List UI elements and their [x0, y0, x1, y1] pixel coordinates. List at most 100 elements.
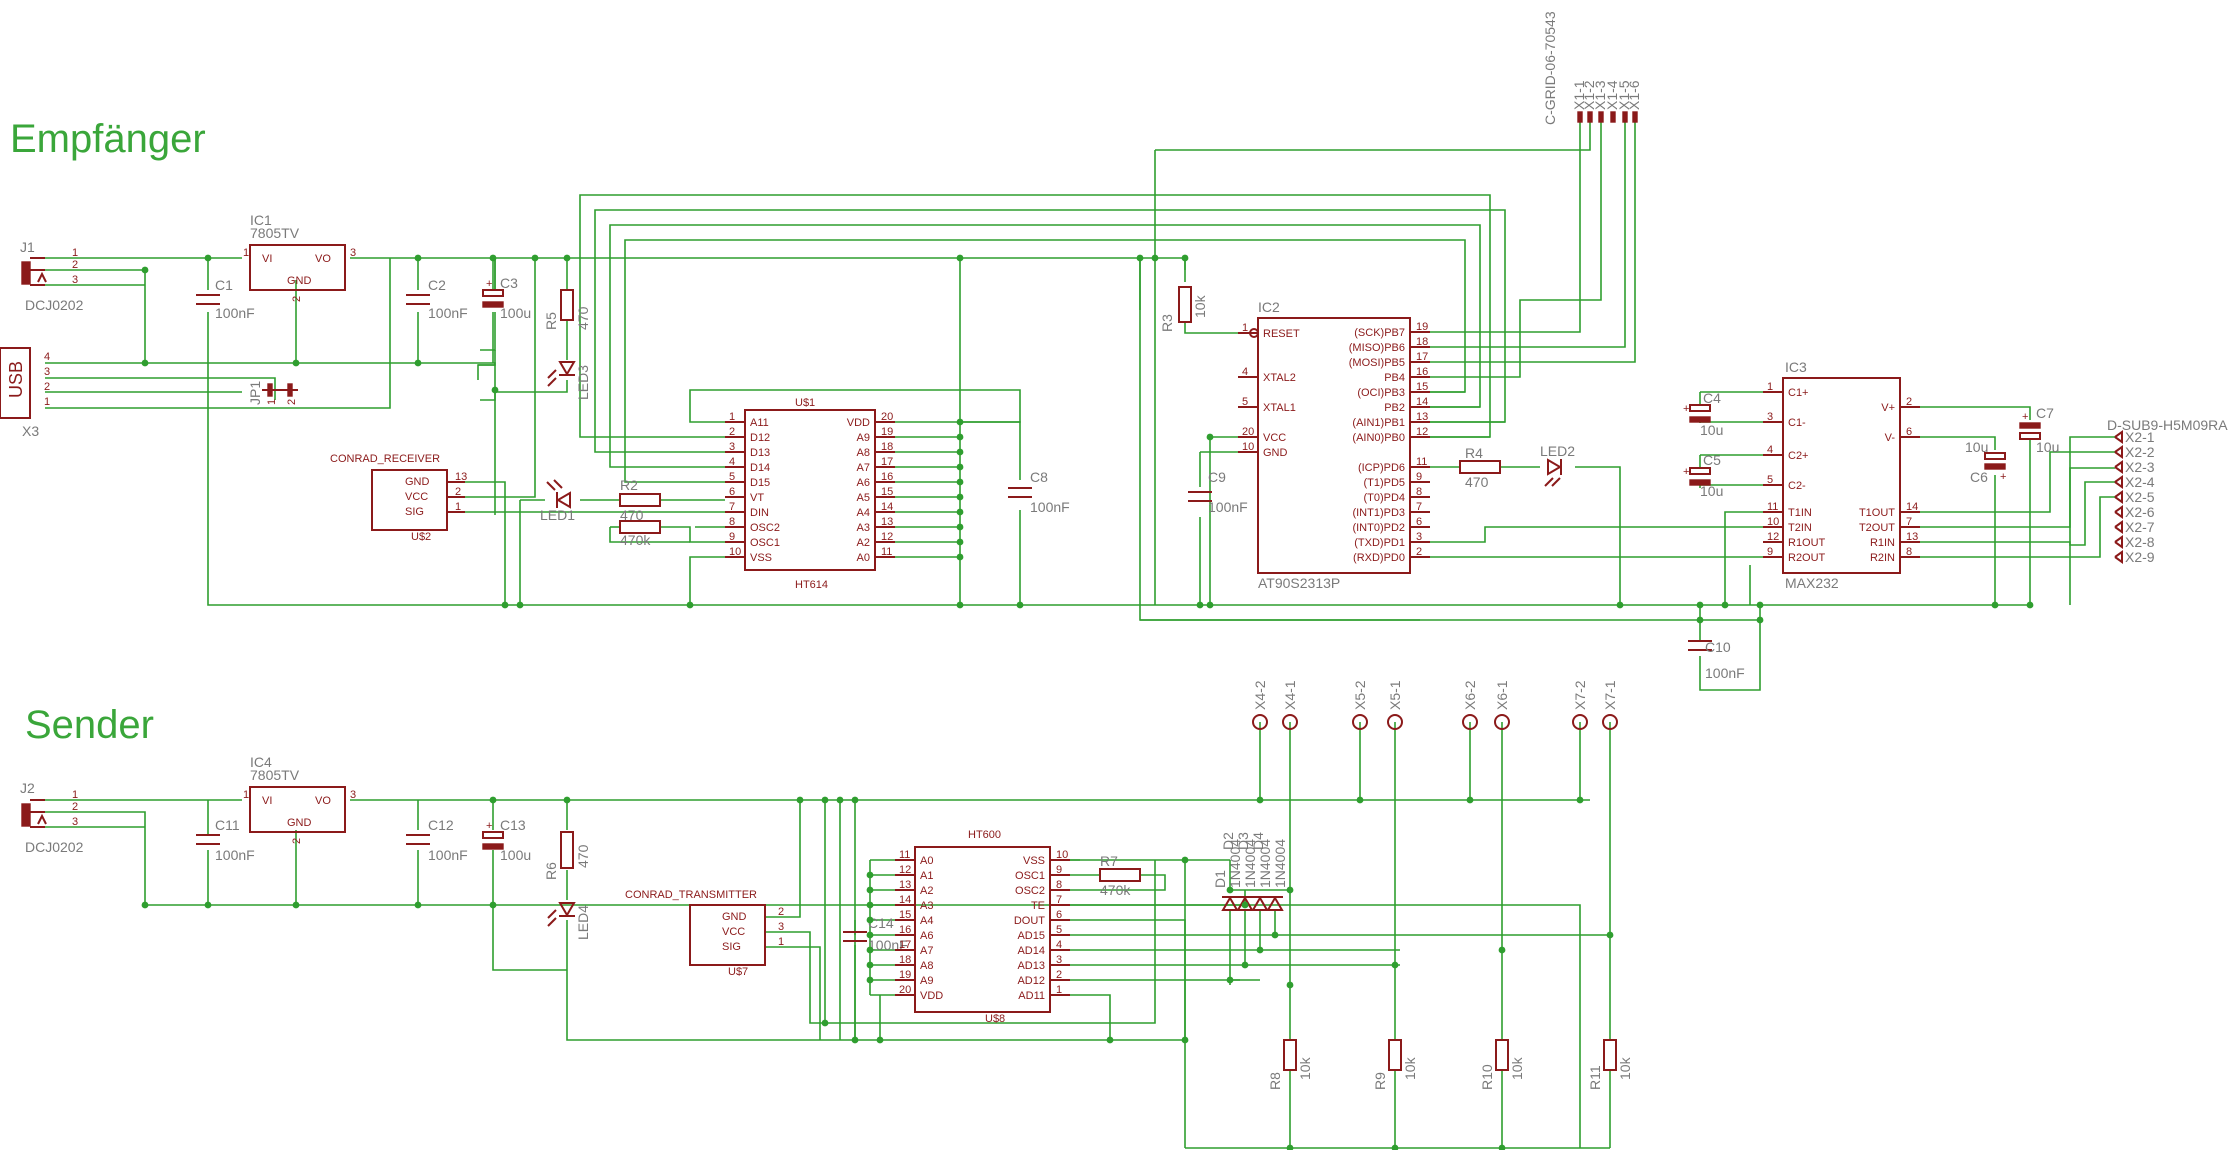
header-pin-label: X1-6 [1626, 80, 1642, 110]
pin-name: (AIN1)PB1 [1352, 417, 1405, 429]
pin-name: R1OUT [1788, 537, 1826, 549]
svg-text:GND: GND [287, 817, 312, 829]
receiver-module: CONRAD_RECEIVER U$2 GND VCC SIG 13 2 1 [330, 453, 467, 543]
dsub-pin-label: X2-2 [2125, 444, 2155, 460]
svg-text:3: 3 [72, 816, 78, 828]
svg-text:1: 1 [44, 396, 50, 408]
pin-number: 9 [1416, 471, 1422, 483]
pin-number: 16 [899, 924, 911, 936]
pin-name: TE [1031, 900, 1045, 912]
pin-number: 9 [1056, 864, 1062, 876]
dsub-pin-label: X2-8 [2125, 534, 2155, 550]
pulldown-resistor [1283, 1039, 1297, 1071]
pin-name: AD12 [1017, 975, 1045, 987]
svg-text:R2: R2 [620, 477, 638, 493]
pin-name: A6 [920, 930, 933, 942]
svg-text:VI: VI [262, 795, 272, 807]
capacitor-c9: C9 100nF [1188, 469, 1248, 515]
capacitor-c5: + C5 10u [1683, 452, 1723, 499]
diode-label: D4 [1250, 832, 1266, 850]
diode [1236, 896, 1254, 911]
pin-number: 6 [1906, 426, 1912, 438]
pin-name: VCC [1263, 432, 1286, 444]
button-contact [1282, 714, 1298, 730]
pin-name: DOUT [1014, 915, 1045, 927]
pin-number: 19 [899, 969, 911, 981]
svg-text:+: + [486, 278, 492, 290]
pin-number: 8 [1906, 546, 1912, 558]
diode-value: 1N4004 [1242, 839, 1258, 888]
pin-number: 4 [1056, 939, 1062, 951]
pin-name: XTAL2 [1263, 372, 1296, 384]
pin-number: 2 [1906, 396, 1912, 408]
svg-text:J2: J2 [20, 780, 35, 796]
button-label: X7-2 [1572, 680, 1588, 710]
pin-number: 5 [729, 471, 735, 483]
svg-text:LED4: LED4 [575, 905, 591, 940]
resistor-r1: 470k [619, 520, 661, 548]
header-pin [1587, 111, 1593, 123]
pin-name: PB2 [1384, 402, 1405, 414]
resistor-value: 10k [1509, 1056, 1525, 1080]
header-pin-label: X1-1 [1571, 80, 1587, 110]
svg-text:3: 3 [44, 366, 50, 378]
pin-name: A1 [920, 870, 933, 882]
pin-number: 10 [1056, 849, 1068, 861]
svg-text:VCC: VCC [722, 926, 745, 938]
pin-name: D13 [750, 447, 770, 459]
svg-text:100nF: 100nF [215, 847, 255, 863]
svg-text:U$8: U$8 [985, 1013, 1005, 1025]
pin-number: 8 [1056, 879, 1062, 891]
svg-text:GND: GND [722, 911, 747, 923]
pin-number: 1 [1767, 381, 1773, 393]
capacitor-c12: C12 100nF [406, 817, 468, 863]
resistor-r5: R5 470 [543, 289, 591, 330]
pin-name: D14 [750, 462, 770, 474]
ic1-name: IC1 [250, 212, 272, 228]
pin-name: A4 [920, 915, 933, 927]
dsub-pin [2114, 520, 2123, 534]
pin-number: 3 [729, 441, 735, 453]
svg-text:R4: R4 [1465, 445, 1483, 461]
svg-text:C9: C9 [1208, 469, 1226, 485]
svg-text:4: 4 [44, 351, 50, 363]
pin-name: A6 [857, 477, 870, 489]
pin-number: 18 [881, 441, 893, 453]
pin-name: RESET [1263, 328, 1300, 340]
diode [1266, 896, 1284, 911]
header-pin-label: X1-2 [1581, 80, 1597, 110]
pin-number: 11 [881, 546, 892, 558]
pin-number: 1 [729, 411, 735, 423]
dsub-pin [2114, 460, 2123, 474]
dsub-pin-label: X2-6 [2125, 504, 2155, 520]
svg-text:7805TV: 7805TV [250, 767, 300, 783]
resistor-r6: R6 470 [543, 831, 591, 880]
pin-number: 15 [899, 909, 911, 921]
dsub-pin [2114, 445, 2123, 459]
button-contact [1494, 714, 1510, 730]
ic1-value: 7805TV [250, 225, 300, 241]
svg-text:VO: VO [315, 253, 331, 265]
pin-number: 20 [899, 984, 911, 996]
dsub-pin [2114, 490, 2123, 504]
svg-text:100nF: 100nF [1208, 499, 1248, 515]
resistor-value: 10k [1617, 1056, 1633, 1080]
pin-number: 6 [1056, 909, 1062, 921]
pin-number: 5 [1056, 924, 1062, 936]
pin-name: A2 [920, 885, 933, 897]
dsub9-connector-x2: D-SUB9-H5M09RA X2-1X2-2X2-3X2-4X2-5X2-6X… [2107, 417, 2228, 565]
pin-number: 7 [1056, 894, 1062, 906]
svg-text:C4: C4 [1703, 390, 1721, 406]
diode-value: 1N4004 [1257, 839, 1273, 888]
svg-text:3: 3 [350, 789, 356, 801]
pin-number: 12 [1416, 426, 1428, 438]
capacitor-c2: C2 100nF [406, 277, 468, 321]
pin-number: 15 [1416, 381, 1428, 393]
pin-name: (SCK)PB7 [1354, 327, 1405, 339]
svg-text:C1: C1 [215, 277, 233, 293]
svg-text:2: 2 [286, 399, 298, 405]
pin-number: 1 [1056, 984, 1062, 996]
